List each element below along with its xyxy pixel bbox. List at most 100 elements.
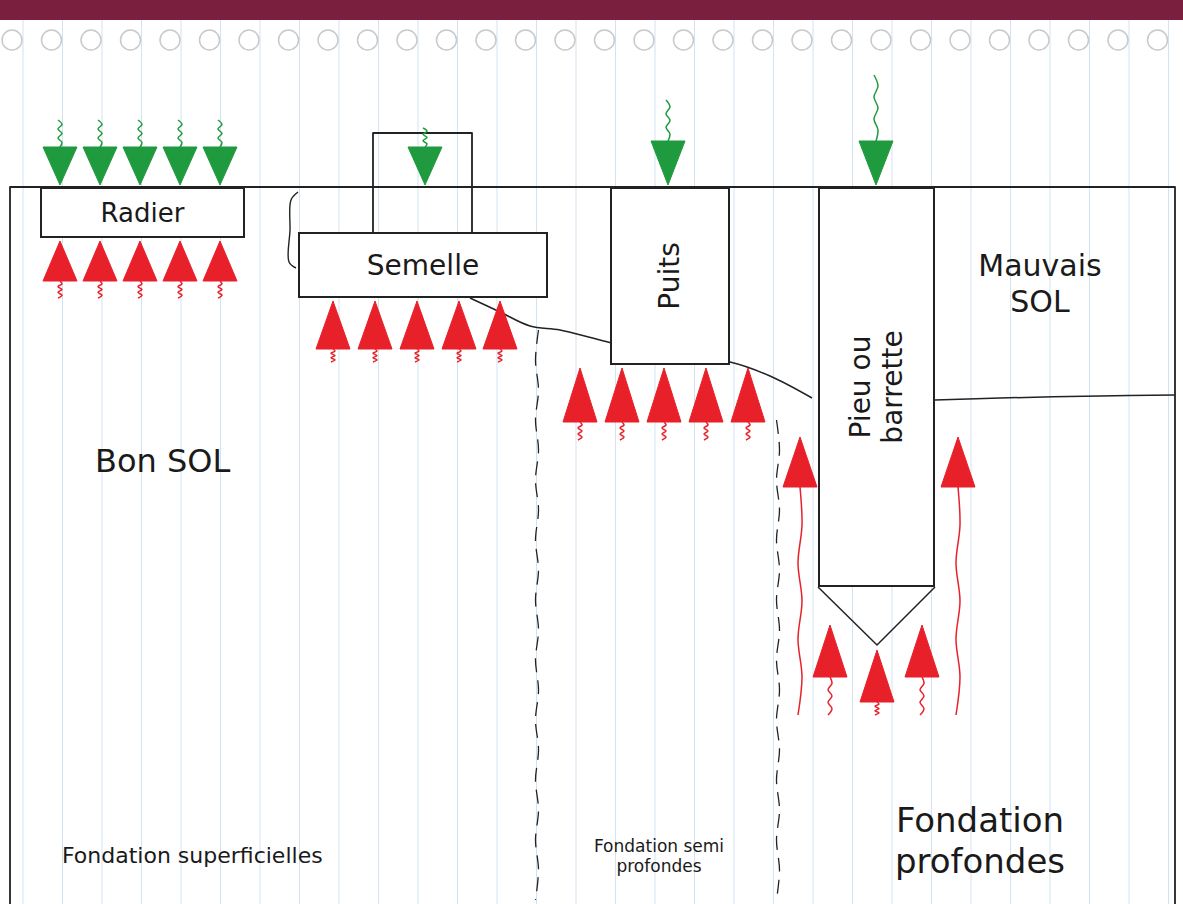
arrow-head xyxy=(83,147,117,185)
arrow-head xyxy=(43,147,77,185)
arrow-stem xyxy=(620,422,624,440)
tip-arrow xyxy=(860,650,894,715)
zone-label: Fondation semi profondes xyxy=(584,836,734,877)
reaction-arrow xyxy=(43,241,77,298)
grid-line xyxy=(1168,20,1169,904)
grid-line xyxy=(1129,20,1130,904)
binder-hole xyxy=(832,30,852,50)
arrow-stem xyxy=(178,120,182,147)
arrow-stem xyxy=(828,677,832,715)
arrow-head xyxy=(563,368,597,422)
grid-line xyxy=(694,20,695,904)
soil-label: Mauvais SOL xyxy=(965,248,1115,320)
arrow-head xyxy=(651,141,685,185)
friction-arrow xyxy=(941,437,975,715)
grid-line xyxy=(23,20,24,904)
grid-line xyxy=(813,20,814,904)
node-label: Puits xyxy=(654,201,686,351)
arrow-head xyxy=(783,437,817,487)
reaction-arrow xyxy=(163,241,197,298)
reaction-arrow xyxy=(316,301,350,362)
arrow-head xyxy=(860,650,894,702)
arrow-stem xyxy=(331,349,335,362)
binder-hole xyxy=(1069,30,1089,50)
node-label: Semelle xyxy=(367,249,479,282)
arrow-head xyxy=(123,241,157,281)
grid-line xyxy=(1050,20,1051,904)
footing: Semelle xyxy=(298,232,548,298)
binder-hole xyxy=(160,30,180,50)
reaction-arrow xyxy=(483,301,517,362)
binder-hole xyxy=(200,30,220,50)
arrow-stem xyxy=(746,422,750,440)
arrow-stem xyxy=(138,120,142,147)
excavation-edge xyxy=(288,192,298,268)
well-foundation: Puits xyxy=(610,187,730,365)
binder-hole xyxy=(239,30,259,50)
arrow-head xyxy=(647,368,681,422)
arrow-stem xyxy=(874,75,878,141)
arrow-stem xyxy=(218,120,222,147)
binder-hole xyxy=(397,30,417,50)
friction-arrow xyxy=(783,437,817,715)
zone-label: Fondation profondes xyxy=(840,800,1120,882)
arrow-head xyxy=(859,141,893,185)
load-arrow xyxy=(163,120,197,185)
binder-hole xyxy=(318,30,338,50)
binder-hole xyxy=(81,30,101,50)
reaction-arrow xyxy=(647,368,681,440)
binder-hole xyxy=(1029,30,1049,50)
reaction-arrow xyxy=(442,301,476,362)
arrow-stem xyxy=(666,100,670,141)
zone-separator xyxy=(536,330,539,900)
arrow-head xyxy=(813,625,847,677)
binder-hole xyxy=(279,30,299,50)
arrow-head xyxy=(689,368,723,422)
arrow-stem xyxy=(98,281,102,298)
reaction-arrow xyxy=(605,368,639,440)
grid-line xyxy=(339,20,340,904)
binder-hole xyxy=(358,30,378,50)
binder-hole xyxy=(476,30,496,50)
arrow-head xyxy=(408,147,442,185)
arrow-stem xyxy=(704,422,708,440)
binder-hole xyxy=(911,30,931,50)
arrow-stem xyxy=(138,281,142,298)
binder-hole xyxy=(990,30,1010,50)
arrow-head xyxy=(442,301,476,349)
binder-hole xyxy=(1148,30,1168,50)
arrow-stem xyxy=(415,349,419,362)
grid-line xyxy=(497,20,498,904)
binder-hole xyxy=(516,30,536,50)
column xyxy=(373,133,472,232)
binder-hole xyxy=(674,30,694,50)
binder-hole xyxy=(950,30,970,50)
arrow-head xyxy=(905,625,939,677)
arrow-head xyxy=(203,241,237,281)
arrow-stem xyxy=(457,349,461,362)
top-bar xyxy=(0,0,1183,20)
binder-hole xyxy=(713,30,733,50)
arrow-head xyxy=(358,301,392,349)
arrow-stem xyxy=(178,281,182,298)
arrow-stem xyxy=(423,128,427,147)
arrow-stem xyxy=(956,487,960,715)
arrow-stem xyxy=(920,677,924,715)
soil-label: Bon SOL xyxy=(95,442,335,480)
arrow-head xyxy=(941,437,975,487)
grid-line xyxy=(971,20,972,904)
grid-line xyxy=(457,20,458,904)
reaction-arrow xyxy=(123,241,157,298)
ground-line xyxy=(10,187,1175,904)
tip-arrow xyxy=(905,625,939,715)
binder-hole xyxy=(753,30,773,50)
pile-foundation: Pieu ou barrette xyxy=(818,187,935,587)
arrow-stem xyxy=(875,702,879,715)
grid-lines xyxy=(23,20,1169,904)
binder-hole xyxy=(42,30,62,50)
grid-line xyxy=(615,20,616,904)
arrow-head xyxy=(400,301,434,349)
arrow-stem xyxy=(98,120,102,147)
arrow-stem xyxy=(578,422,582,440)
